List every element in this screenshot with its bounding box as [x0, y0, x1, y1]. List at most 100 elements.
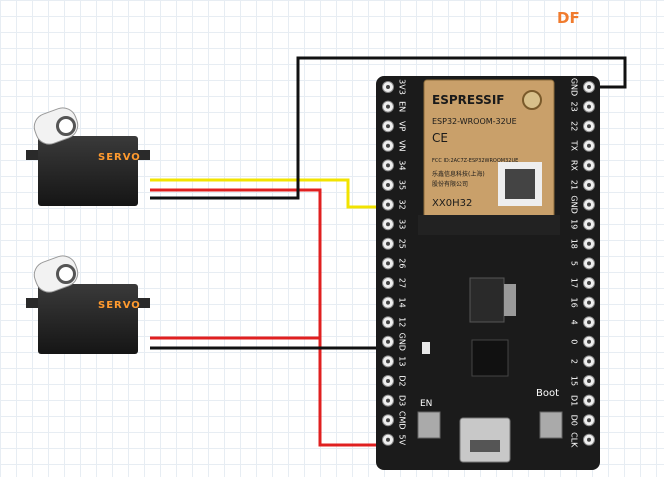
pin-label-left: 35: [398, 180, 407, 190]
pin-hole: [587, 379, 591, 383]
voltage-regulator: [469, 277, 505, 323]
pin-label-right: CLK: [570, 432, 579, 448]
pin-label-left: 27: [398, 278, 407, 288]
pin-label-right: 2: [570, 359, 579, 364]
servo-mount-tab: [26, 298, 42, 308]
pin-label-left: 26: [398, 258, 407, 268]
servo-motor-1: SERVO: [26, 103, 158, 220]
pin-label-right: 18: [570, 239, 579, 249]
pin-hole: [587, 222, 591, 227]
pin-hole: [386, 418, 390, 423]
left-pin-header: 3V3ENVPVN343532332526271412GND13D2D3CMD5…: [382, 79, 407, 446]
pin-label-left: 33: [398, 219, 407, 229]
module-maker-cn2: 股份有限公司: [432, 180, 468, 188]
pin-hole: [386, 320, 390, 325]
servo1-ground-wire: [150, 56, 627, 200]
pin-label-left: 14: [398, 298, 407, 308]
pin-hole: [386, 379, 390, 383]
pin-label-right: 0: [570, 339, 579, 344]
pin-hole: [386, 261, 390, 266]
pin-hole: [587, 143, 591, 148]
servo-body: SERVO: [38, 136, 141, 206]
pin-hole: [386, 183, 390, 187]
pin-hole: [587, 398, 591, 403]
servo-mount-tab: [26, 150, 42, 160]
usb-uart-chip: [471, 339, 509, 377]
pin-hole: [386, 241, 390, 246]
pin-hole: [587, 261, 591, 266]
pin-label-right: 15: [570, 376, 579, 386]
servo1-power-wire: [150, 188, 388, 447]
pin-label-right: 23: [570, 102, 579, 112]
pin-label-left: VN: [398, 140, 407, 151]
pin-label-right: 19: [570, 219, 579, 229]
module-model: ESP32-WROOM-32UE: [432, 117, 517, 126]
pin-label-right: 4: [570, 320, 579, 325]
boot-button[interactable]: [539, 411, 563, 439]
pin-hole: [386, 104, 390, 109]
pin-hole: [386, 281, 390, 285]
pin-label-right: 5: [570, 261, 579, 266]
pin-hole: [587, 163, 591, 168]
en-button-label: EN: [420, 399, 432, 409]
pin-hole: [587, 339, 591, 344]
pin-label-left: VP: [398, 121, 407, 131]
pin-hole: [386, 339, 390, 344]
servo-shaft-icon: [56, 264, 76, 284]
pin-hole: [386, 202, 390, 207]
pin-hole: [386, 163, 390, 168]
pin-hole: [587, 359, 591, 364]
pin-label-left: 3V3: [398, 79, 407, 95]
qr-code-icon-inner: [505, 169, 535, 199]
pin-hole: [386, 398, 390, 403]
module-fcc: FCC ID:2AC7Z-ESP32WROOM32UE: [432, 158, 518, 164]
pin-hole: [587, 281, 591, 285]
regulator-tab: [504, 284, 516, 316]
pin-label-left: 13: [398, 356, 407, 366]
pin-hole: [587, 104, 591, 109]
servo-label: SERVO: [98, 152, 141, 163]
pin-hole: [386, 85, 390, 89]
pin-hole: [587, 85, 591, 89]
servo-label: SERVO: [98, 300, 141, 311]
pin-hole: [386, 222, 390, 227]
pin-label-left: GND: [398, 333, 407, 351]
pin-label-left: 32: [398, 200, 407, 210]
pin-hole: [587, 300, 591, 305]
module-maker-cn: 乐鑫信息科技(上海): [432, 170, 485, 178]
pin-label-left: D3: [398, 395, 407, 406]
servo1-signal-wire: [150, 178, 388, 209]
pin-hole: [587, 320, 591, 325]
pin-label-right: 17: [570, 278, 579, 288]
module-ce: CE: [432, 131, 448, 145]
antenna-connector-icon: [522, 90, 542, 110]
pin-hole: [587, 418, 591, 423]
pin-label-left: 12: [398, 317, 407, 327]
module-brand: ESPRESSIF: [432, 93, 504, 107]
pin-label-right: D1: [570, 395, 579, 406]
servo-mount-tab: [134, 150, 150, 160]
servo-shaft-icon: [56, 116, 76, 136]
pin-label-left: CMD: [398, 411, 407, 430]
wroom-module-pcb: [418, 215, 560, 235]
pin-label-left: 25: [398, 239, 407, 249]
servo-motor-2: SERVO: [26, 251, 158, 368]
micro-usb-slot: [470, 440, 500, 452]
pin-hole: [386, 143, 390, 148]
pin-hole: [587, 241, 591, 246]
pin-hole: [587, 437, 591, 442]
pin-label-right: GND: [570, 78, 579, 96]
servo-body: SERVO: [38, 284, 141, 354]
pin-hole: [587, 124, 591, 129]
pin-label-left: 5V: [398, 435, 407, 446]
en-button[interactable]: [417, 411, 441, 439]
led-indicator: [422, 342, 430, 354]
pin-hole: [587, 183, 591, 187]
pin-hole: [386, 300, 390, 305]
pin-label-right: D0: [570, 415, 579, 426]
watermark: DF: [557, 9, 580, 27]
